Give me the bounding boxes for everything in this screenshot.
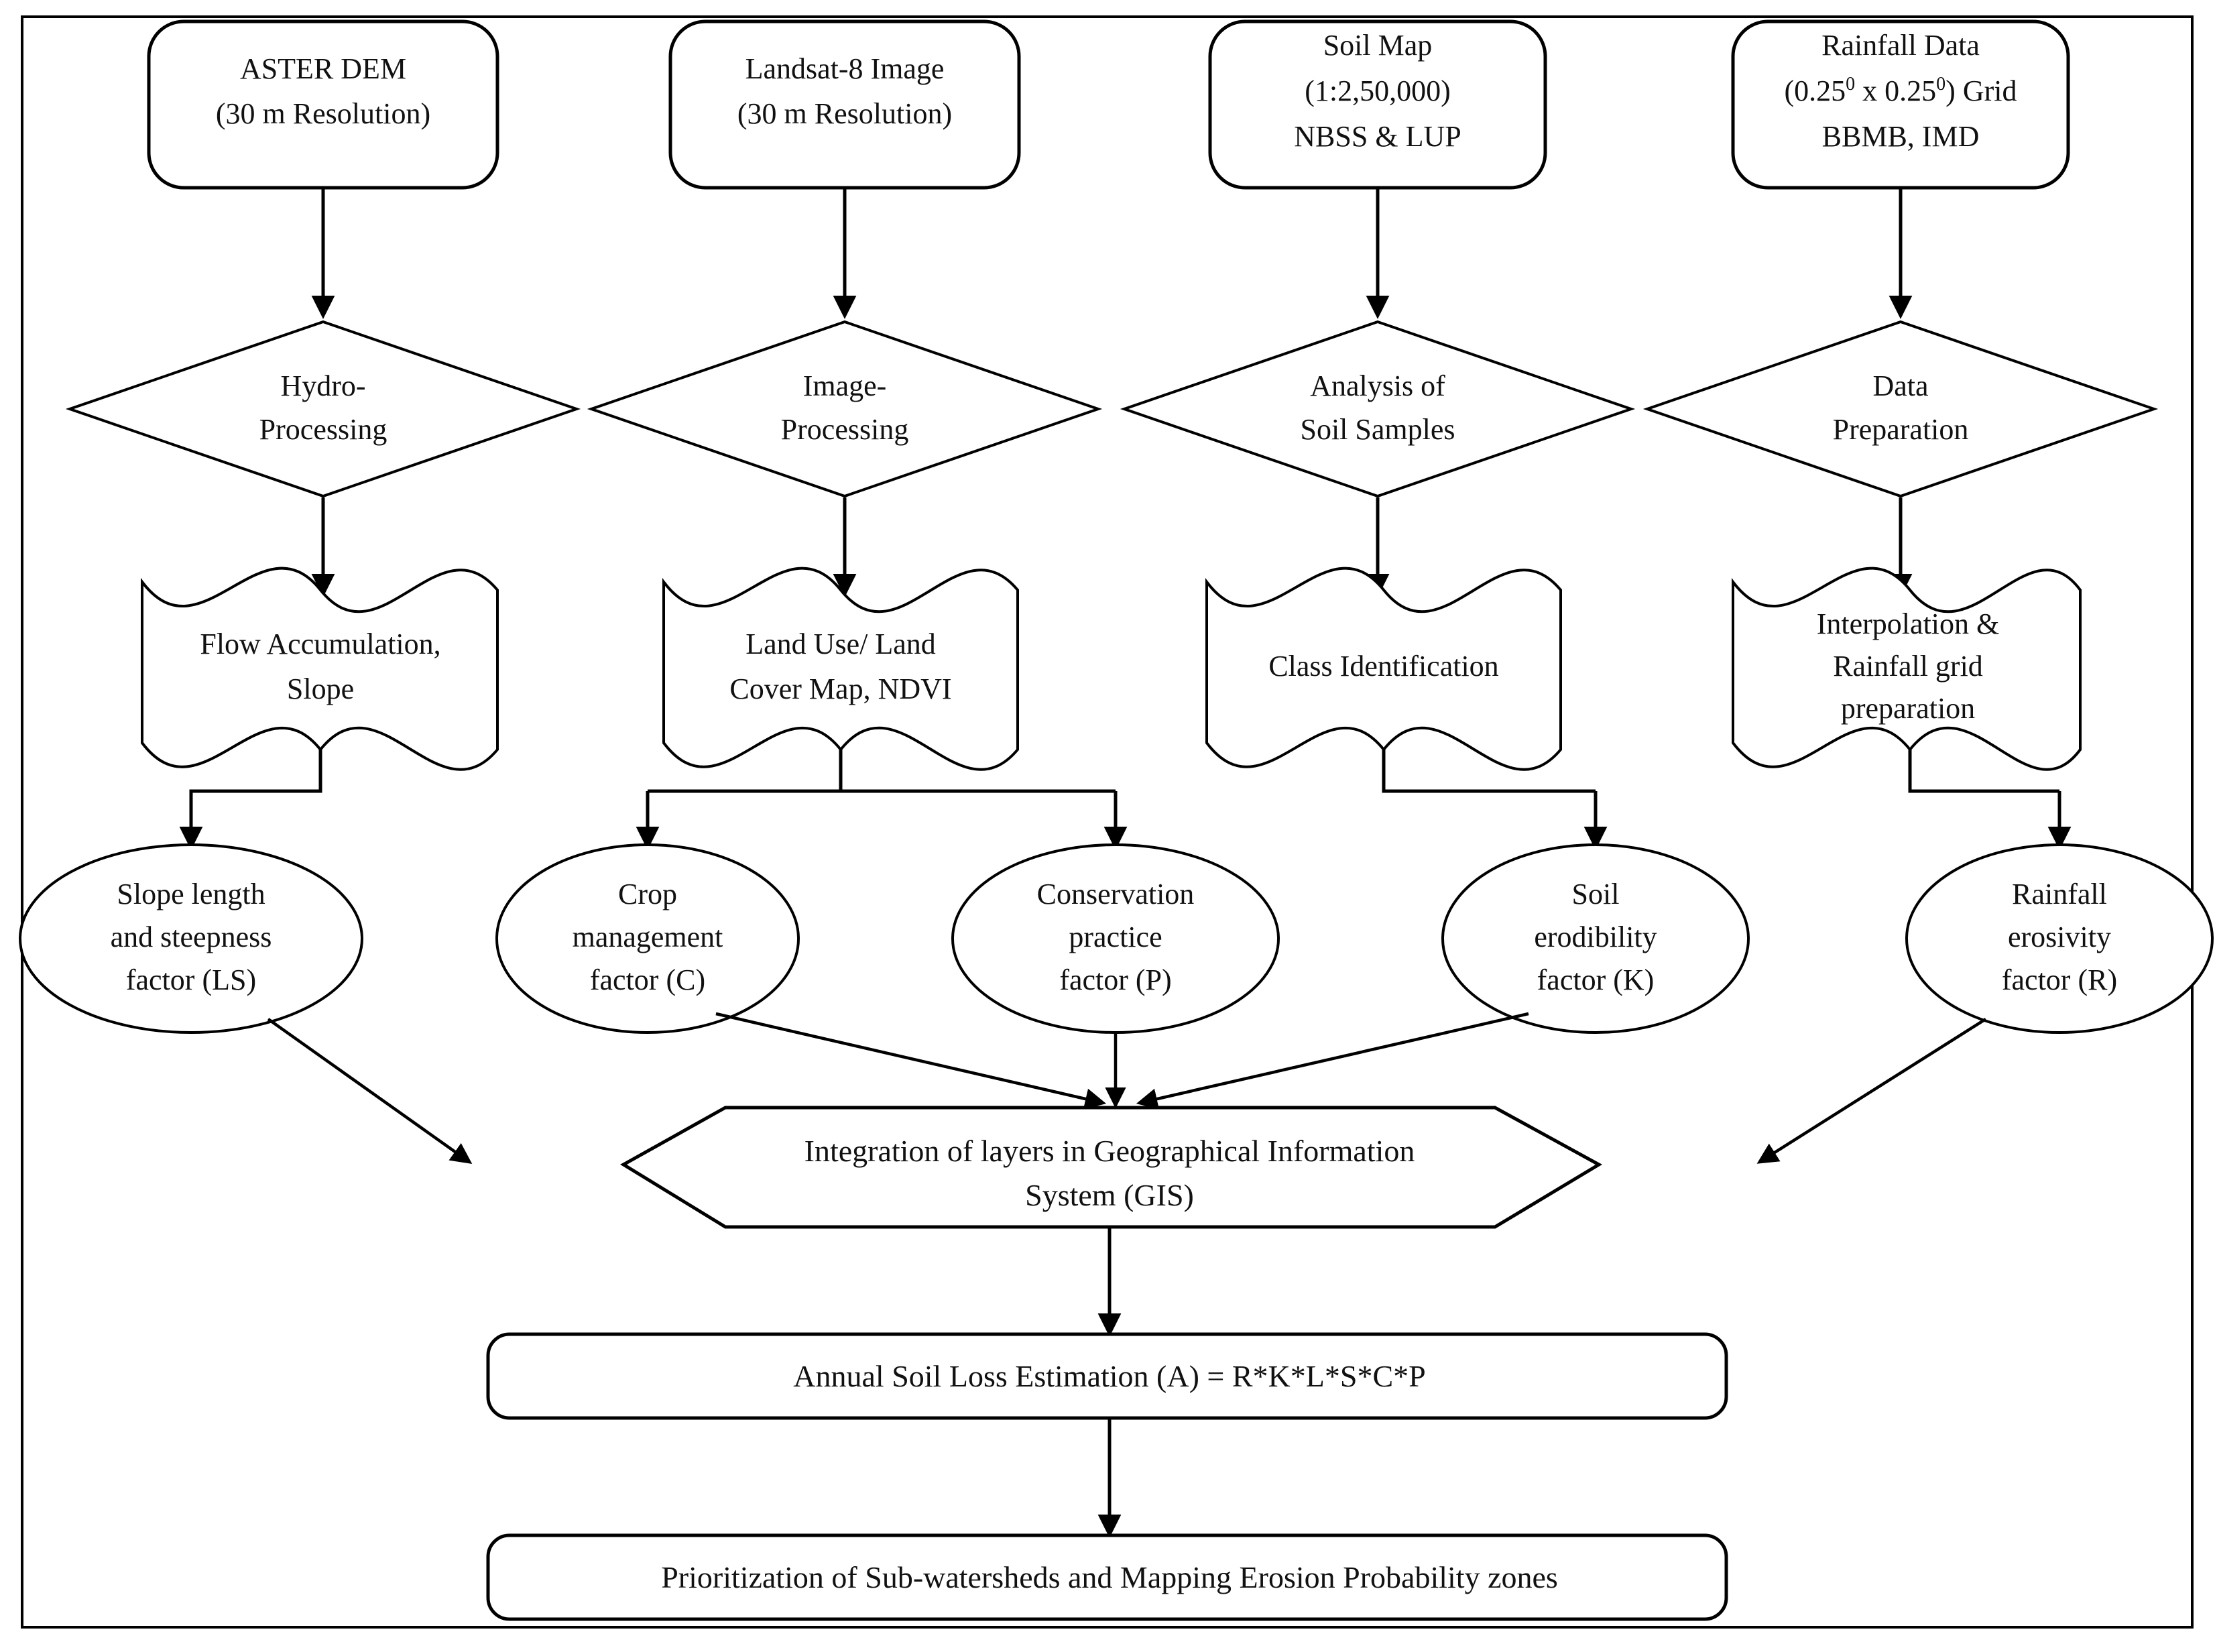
factor-label-k-line1: Soil — [1572, 878, 1620, 910]
document-label-flowacc-line1: Flow Accumulation, — [200, 628, 440, 660]
factor-label-p-line1: Conservation — [1037, 878, 1195, 910]
annual-soil-loss-label: Annual Soil Loss Estimation (A) = R*K*L*… — [793, 1359, 1425, 1393]
source-label-landsat-8: Landsat-8 Image — [745, 52, 945, 85]
document-label-interp-line3: preparation — [1841, 692, 1975, 725]
factor-label-r-line1: Rainfall — [2012, 878, 2107, 910]
factor-label-ls-line2: and steepness — [111, 921, 272, 953]
source-sublabel-rainfall-agency: BBMB, IMD — [1822, 120, 1980, 153]
process-label-image-line2: Processing — [781, 413, 909, 446]
source-sublabel-landsat-8: (30 m Resolution) — [737, 97, 952, 130]
document-shape-interpolation-grid[interactable] — [1732, 567, 2082, 771]
rect-prioritization[interactable] — [486, 1533, 1728, 1621]
factor-label-p-line2: practice — [1069, 921, 1162, 953]
source-sublabel-aster-dem: (30 m Resolution) — [216, 97, 430, 130]
connector-lulc-branch — [648, 750, 1116, 793]
connector-flowacc-branch — [189, 750, 322, 837]
gis-integration-label-line1: Integration of layers in Geographical In… — [804, 1134, 1415, 1168]
factor-label-k-line3: factor (K) — [1537, 963, 1655, 996]
process-label-dataprep-line2: Preparation — [1833, 413, 1969, 446]
hexagon-gis-integration[interactable] — [620, 1106, 1603, 1229]
factor-label-r-line3: factor (R) — [2002, 963, 2117, 996]
document-label-lulc-line2: Cover Map, NDVI — [729, 672, 951, 705]
process-diamond-hydro-processing[interactable] — [65, 320, 581, 498]
connector-r-to-gis — [1756, 1018, 1987, 1164]
document-label-class-line1: Class Identification — [1268, 650, 1498, 683]
factor-label-p-line3: factor (P) — [1059, 963, 1171, 996]
document-shape-lulc-ndvi[interactable] — [662, 567, 1019, 771]
source-box-landsat-8[interactable] — [668, 19, 1021, 190]
connector-k-to-gis — [1136, 1012, 1529, 1110]
connector-interp-branch — [1908, 750, 2059, 793]
document-label-interp-line2: Rainfall grid — [1833, 650, 1983, 683]
process-label-analysis-line2: Soil Samples — [1300, 413, 1455, 446]
source-sublabel-rainfall-grid: (0.250 x 0.250) Grid — [1785, 74, 2017, 107]
factor-label-c-line3: factor (C) — [590, 963, 705, 996]
source-sublabel-soil-map-agency: NBSS & LUP — [1294, 120, 1461, 153]
process-label-hydro-line1: Hydro- — [280, 369, 365, 402]
factor-label-r-line2: erosivity — [2008, 921, 2111, 953]
connector-ls-to-gis — [267, 1018, 473, 1165]
document-label-interp-line1: Interpolation & — [1817, 607, 2000, 640]
source-box-soil-map[interactable] — [1208, 19, 1547, 190]
factor-label-ls-line1: Slope length — [117, 878, 265, 910]
gis-integration-label-line2: System (GIS) — [1025, 1178, 1194, 1212]
process-label-dataprep-line1: Data — [1872, 369, 1928, 402]
document-label-flowacc-line2: Slope — [287, 672, 354, 705]
factor-label-c-line2: management — [573, 921, 723, 953]
process-diamond-data-preparation[interactable] — [1642, 320, 2159, 498]
prioritization-label: Prioritization of Sub-watersheds and Map… — [661, 1560, 1558, 1594]
process-diamond-soil-analysis[interactable] — [1120, 320, 1636, 498]
diagram-border — [21, 15, 2194, 1629]
source-label-aster-dem: ASTER DEM — [240, 52, 406, 85]
process-label-analysis-line1: Analysis of — [1310, 369, 1445, 402]
rect-annual-soil-loss[interactable] — [486, 1332, 1728, 1420]
factor-label-c-line1: Crop — [618, 878, 677, 910]
connector-c-to-gis — [715, 1012, 1107, 1110]
process-diamond-image-processing[interactable] — [587, 320, 1103, 498]
document-label-lulc-line1: Land Use/ Land — [745, 628, 935, 660]
factor-ellipse-c[interactable] — [495, 843, 800, 1034]
connector-class-branch — [1382, 750, 1596, 793]
factor-ellipse-r[interactable] — [1905, 843, 2214, 1034]
source-label-soil-map: Soil Map — [1323, 29, 1433, 62]
source-box-aster-dem[interactable] — [147, 19, 499, 190]
source-label-rainfall-data: Rainfall Data — [1821, 29, 1980, 62]
process-label-hydro-line2: Processing — [259, 413, 387, 446]
factor-ellipse-k[interactable] — [1441, 843, 1750, 1034]
document-shape-class-identification[interactable] — [1205, 567, 1562, 771]
document-shape-flow-accumulation-outline — [141, 567, 499, 771]
source-box-rainfall-data[interactable] — [1731, 19, 2070, 190]
process-label-image-line1: Image- — [803, 369, 887, 402]
source-sublabel-soil-map-scale: (1:2,50,000) — [1305, 74, 1451, 107]
factor-label-k-line2: erodibility — [1534, 921, 1657, 953]
factor-label-ls-line3: factor (LS) — [126, 963, 256, 996]
factor-ellipse-ls[interactable] — [19, 843, 363, 1034]
